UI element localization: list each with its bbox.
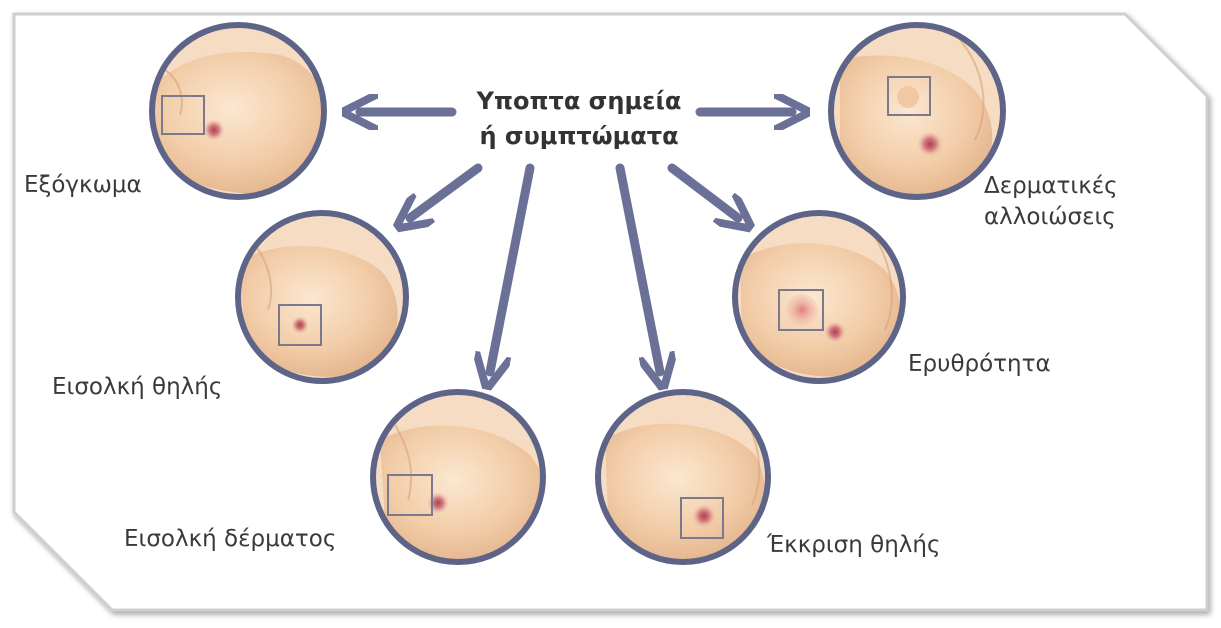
label-redness: Ερυθρότητα (908, 349, 1051, 380)
breast-illustration (595, 390, 771, 566)
label-skin-changes-line-2: αλλοιώσεις (984, 202, 1118, 233)
breast-illustration (370, 390, 546, 566)
label-skin-changes: Δερματικές αλλοιώσεις (984, 171, 1118, 233)
label-skin-changes-line-1: Δερματικές (984, 171, 1118, 202)
label-skin-retraction: Εισολκή δέρματος (124, 524, 336, 555)
label-nipple-discharge: Έκκριση θηλής (767, 530, 940, 561)
label-lump: Εξόγκωμα (24, 170, 142, 201)
breast-illustration (733, 212, 905, 384)
breast-illustration (236, 212, 408, 384)
title-line-2: ή συμπτώματα (436, 119, 722, 154)
diagram-title: Υποπτα σημεία ή συμπτώματα (436, 84, 722, 154)
label-nipple-retraction: Εισολκή θηλής (52, 372, 222, 403)
title-line-1: Υποπτα σημεία (436, 84, 722, 119)
